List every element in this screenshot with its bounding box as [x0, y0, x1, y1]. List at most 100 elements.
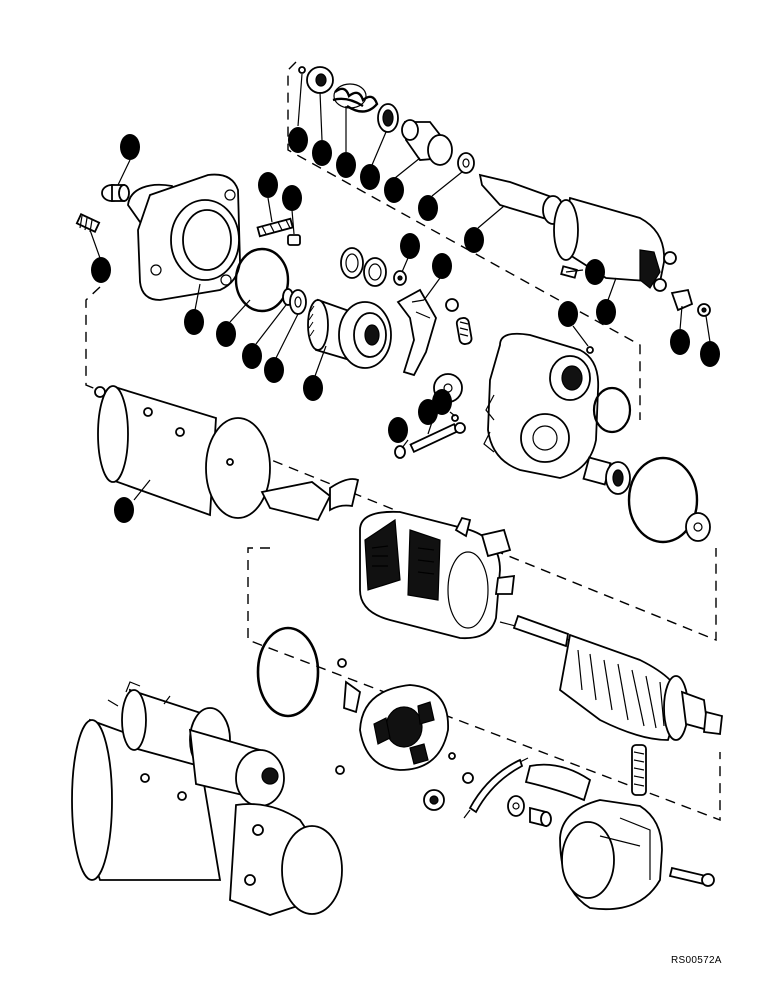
part-46-washer	[586, 346, 594, 354]
housing-bushing	[582, 456, 631, 495]
callout-48: 48	[216, 321, 236, 347]
part-52-plug	[287, 234, 301, 246]
svg-text:63: 63	[364, 172, 376, 184]
callout-54: 54	[264, 357, 284, 383]
callout-63: 63	[360, 164, 380, 190]
part-45-ring	[394, 445, 406, 459]
svg-text:66: 66	[292, 135, 304, 147]
callout-49: 49	[184, 309, 204, 335]
brush-holder-plate	[335, 658, 456, 775]
part-68-field-frame	[94, 385, 271, 519]
svg-text:53: 53	[95, 265, 107, 277]
field-coil-assembly	[359, 510, 501, 640]
callout-60: 60	[464, 227, 484, 253]
leader-lines	[89, 73, 711, 501]
svg-text:50: 50	[124, 142, 136, 154]
part-54-washer	[289, 289, 307, 315]
svg-text:55: 55	[246, 351, 258, 363]
callout-52: 52	[282, 185, 302, 211]
solenoid-group-outline	[287, 61, 641, 420]
part-51-pin	[256, 217, 294, 238]
drive-spacer-rings	[340, 247, 387, 287]
svg-text:58: 58	[600, 307, 612, 319]
svg-text:52: 52	[286, 193, 298, 205]
commutator-end-washers	[507, 795, 552, 828]
svg-text:47: 47	[307, 383, 319, 395]
callout-55: 55	[242, 343, 262, 369]
part-57-clip	[670, 288, 694, 312]
brush-lead-insulator	[480, 528, 512, 558]
callout-50: 50	[120, 134, 140, 160]
callout-67: 67	[400, 233, 420, 259]
svg-text:65: 65	[316, 148, 328, 160]
part-63-ring	[377, 103, 399, 133]
housing-group-outline	[85, 286, 717, 642]
bushing-insert	[631, 744, 647, 796]
svg-text:44: 44	[436, 397, 449, 409]
housing-o-ring-small	[592, 386, 632, 434]
svg-text:67: 67	[404, 241, 416, 253]
part-61-washer	[457, 152, 475, 174]
part-65-cap	[306, 66, 334, 94]
part-60-plunger	[478, 173, 564, 225]
svg-text:56: 56	[704, 349, 716, 361]
callout-42: 42	[432, 253, 452, 279]
part-56-nut	[697, 303, 711, 317]
svg-text:61: 61	[422, 203, 434, 215]
svg-text:68: 68	[118, 505, 130, 517]
part-53-screw	[75, 213, 101, 233]
svg-text:43: 43	[422, 407, 434, 419]
callout-46: 46	[558, 301, 578, 327]
insulator-washer	[423, 772, 474, 811]
svg-text:45: 45	[392, 425, 404, 437]
part-47-drive-pinion	[307, 298, 392, 369]
part-62-plunger-cup	[401, 119, 453, 166]
part-67-nut	[393, 270, 407, 286]
part-50-bushing	[101, 184, 130, 202]
end-frame-o-ring	[256, 626, 320, 718]
svg-text:60: 60	[468, 235, 480, 247]
svg-text:46: 46	[562, 309, 574, 321]
part-43-shaft	[409, 422, 466, 453]
part-66-washer	[298, 66, 306, 74]
thrust-washer	[685, 512, 711, 542]
svg-text:59: 59	[589, 267, 601, 279]
svg-text:62: 62	[388, 185, 400, 197]
lever-housing	[483, 332, 600, 479]
part-49-drive-housing	[127, 173, 241, 301]
callout-53: 53	[91, 257, 111, 283]
callout-51: 51	[258, 172, 278, 198]
callout-65: 65	[312, 140, 332, 166]
callout-68: 68	[114, 497, 134, 523]
part-64-spring	[332, 83, 379, 113]
callout-59: 59	[585, 259, 605, 285]
callout-43: 43	[418, 399, 438, 425]
callout-62: 62	[384, 177, 404, 203]
housing-o-ring-large	[627, 456, 699, 544]
svg-text:51: 51	[262, 180, 274, 192]
part-48-o-ring	[234, 247, 290, 313]
svg-text:54: 54	[268, 365, 281, 377]
brush-spring-strap	[463, 757, 529, 819]
end-cover-shield	[524, 763, 592, 802]
callout-56: 56	[700, 341, 720, 367]
callout-66: 66	[288, 127, 308, 153]
assembled-starter-motor	[71, 681, 343, 916]
callout-45: 45	[388, 417, 408, 443]
svg-text:57: 57	[674, 337, 686, 349]
svg-text:64: 64	[340, 160, 353, 172]
part-44-ring	[451, 414, 459, 422]
commutator-end-frame	[559, 799, 663, 911]
part-58-solenoid	[553, 196, 677, 292]
pole-shoe	[260, 478, 360, 522]
callout-64: 64	[336, 152, 356, 178]
armature	[499, 614, 723, 741]
callout-47: 47	[303, 375, 323, 401]
callout-57: 57	[670, 329, 690, 355]
svg-text:48: 48	[220, 329, 232, 341]
through-bolt-tab	[494, 574, 516, 595]
callout-61: 61	[418, 195, 438, 221]
part-42-shift-lever	[396, 288, 437, 377]
figure-reference-code: RS00572A	[671, 955, 722, 966]
